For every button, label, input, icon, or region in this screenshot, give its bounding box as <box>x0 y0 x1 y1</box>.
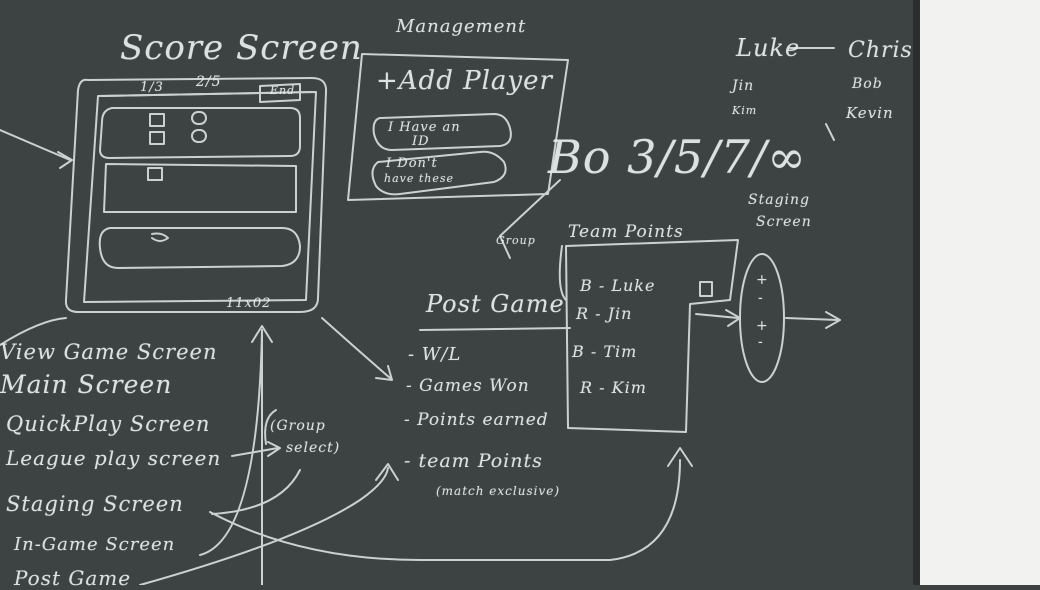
team-points-row-2: R - Jin <box>576 304 633 323</box>
screen-list-item-1: View Game Screen <box>0 340 218 364</box>
staging-label-1: Staging <box>748 192 810 208</box>
screen-list-item-4: League play screen <box>6 446 222 470</box>
team-points-row-1: B - Luke <box>580 276 656 295</box>
group-select-2: select) <box>286 440 341 456</box>
screen-list-item-2: Main Screen <box>0 370 173 399</box>
name-kim: Kim <box>732 104 758 117</box>
staging-sign-2: - <box>758 290 764 306</box>
score-card-1 <box>99 107 301 159</box>
score-screen-bottom-label: 11x02 <box>226 296 272 311</box>
team-points-row-3: B - Tim <box>572 342 638 361</box>
post-game-item-3: - Points earned <box>404 410 549 430</box>
score-screen-end-label: End <box>270 84 296 97</box>
management-have-id-2: ID <box>412 134 430 149</box>
score-screen-top-left: 1/3 <box>140 80 164 95</box>
team-points-row-4: R - Kim <box>580 378 647 397</box>
staging-sign-3: + <box>756 318 769 334</box>
team-points-card <box>565 239 739 433</box>
management-title: Management <box>396 16 527 37</box>
post-game-note: (match exclusive) <box>436 484 561 498</box>
board-frame-edge <box>913 0 922 585</box>
group-label: Group <box>496 234 536 247</box>
score-screen-title: Score Screen <box>120 28 363 68</box>
staging-sign-4: - <box>758 334 764 350</box>
screen-list-item-3: QuickPlay Screen <box>6 412 211 436</box>
best-of-label: Bo 3/5/7/∞ <box>548 130 807 184</box>
post-game-item-1: - W/L <box>408 344 462 365</box>
score-screen-top-mid: 2/5 <box>196 74 222 90</box>
management-have-id-1: I Have an <box>388 120 461 135</box>
staging-label-2: Screen <box>756 214 812 230</box>
screen-list-item-6: In-Game Screen <box>14 534 176 555</box>
management-card <box>347 53 569 201</box>
name-bob: Bob <box>852 76 883 92</box>
team-points-title: Team Points <box>568 222 684 242</box>
name-luke: Luke <box>736 34 801 62</box>
post-game-title: Post Game <box>426 290 565 318</box>
name-kevin: Kevin <box>846 104 894 122</box>
staging-sign-1: + <box>756 272 769 288</box>
score-card-2 <box>103 163 297 213</box>
group-select-1: (Group <box>270 418 326 434</box>
name-chris: Chris <box>848 38 913 63</box>
wall-background <box>920 0 1040 585</box>
name-jin: Jin <box>732 78 755 94</box>
screen-list-item-7: Post Game <box>14 566 132 590</box>
management-no-id-1: I Don't <box>386 156 438 171</box>
management-add-player: +Add Player <box>376 66 553 96</box>
post-game-item-2: - Games Won <box>406 376 530 396</box>
screen-list-item-5: Staging Screen <box>6 492 184 516</box>
management-no-id-2: have these <box>384 172 455 185</box>
post-game-item-4: - team Points <box>404 450 543 472</box>
score-screen-frame <box>64 77 328 313</box>
score-card-3 <box>98 227 301 269</box>
